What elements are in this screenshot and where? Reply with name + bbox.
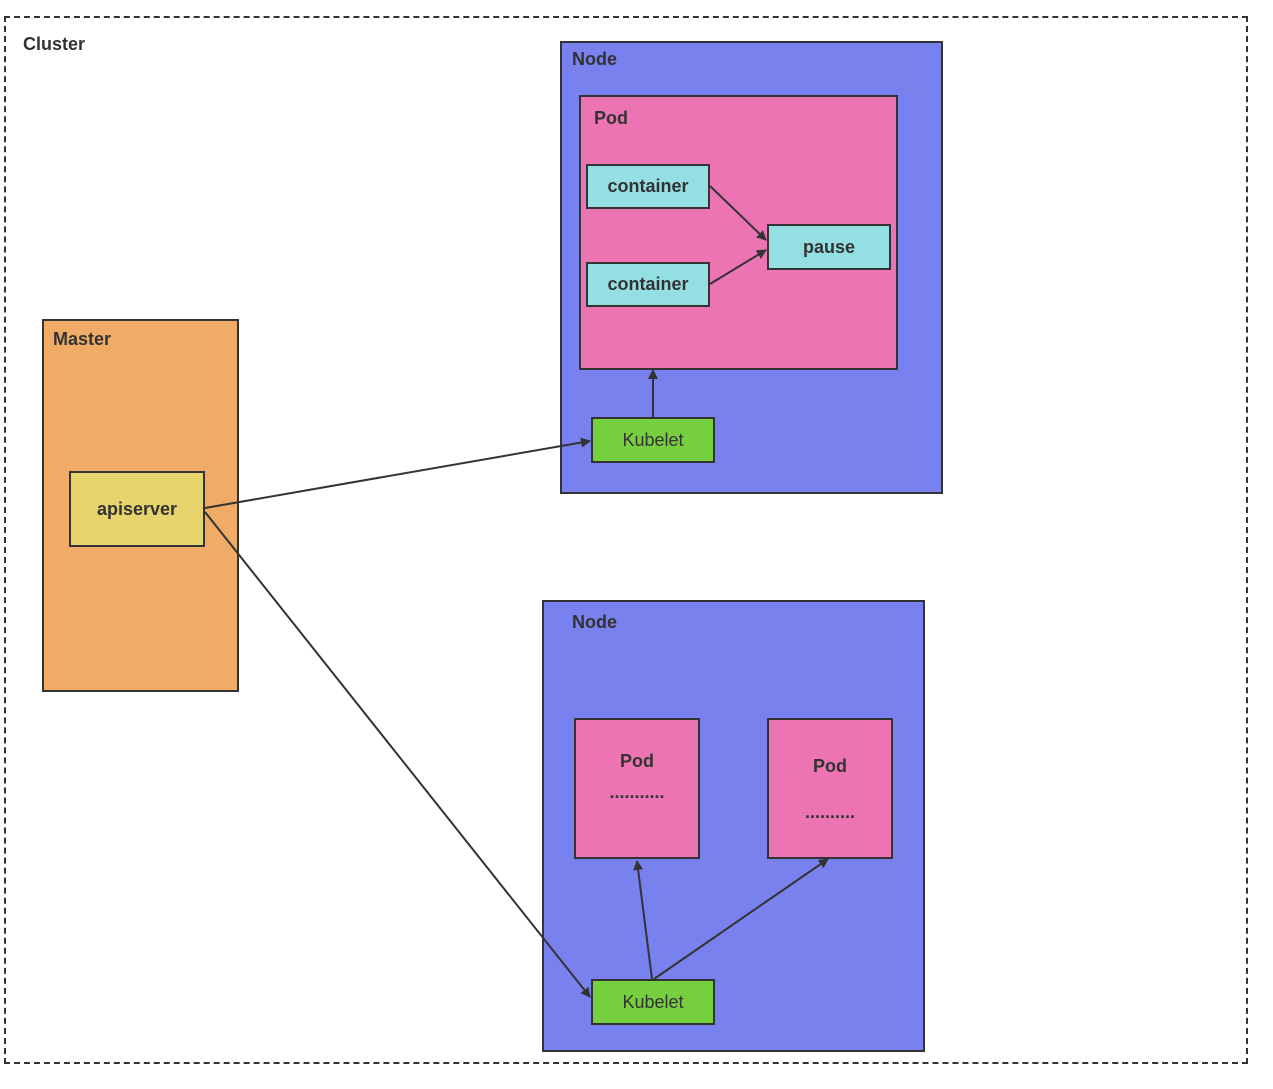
pod-box-bottom-right: Pod ..........	[767, 718, 893, 859]
kubelet-box-bottom: Kubelet	[591, 979, 715, 1025]
pod-bottom-right-label: Pod	[813, 756, 847, 776]
pause-box: pause	[767, 224, 891, 270]
pod-box-bottom-left: Pod ...........	[574, 718, 700, 859]
pod-bottom-left-ellipsis: ...........	[609, 782, 665, 802]
kubelet-bottom-label: Kubelet	[622, 991, 684, 1012]
container-box-2: container	[586, 262, 710, 307]
pause-label: pause	[802, 236, 856, 257]
container-box-1: container	[586, 164, 710, 209]
cluster-boundary: Cluster	[4, 16, 1248, 1064]
master-label: Master	[53, 329, 112, 349]
pod-bottom-right-ellipsis: ..........	[804, 802, 855, 822]
node-top-label: Node	[572, 49, 617, 69]
container-label-1: container	[607, 176, 689, 196]
kubelet-box-top: Kubelet	[591, 417, 715, 463]
container-label-2: container	[607, 274, 689, 294]
node-bottom-label: Node	[572, 612, 617, 632]
pod-top-label: Pod	[594, 108, 628, 128]
pod-bottom-left-label: Pod	[620, 751, 654, 771]
apiserver-label: apiserver	[96, 498, 178, 519]
cluster-label: Cluster	[23, 34, 86, 54]
kubelet-top-label: Kubelet	[622, 429, 684, 450]
apiserver-box: apiserver	[69, 471, 205, 547]
